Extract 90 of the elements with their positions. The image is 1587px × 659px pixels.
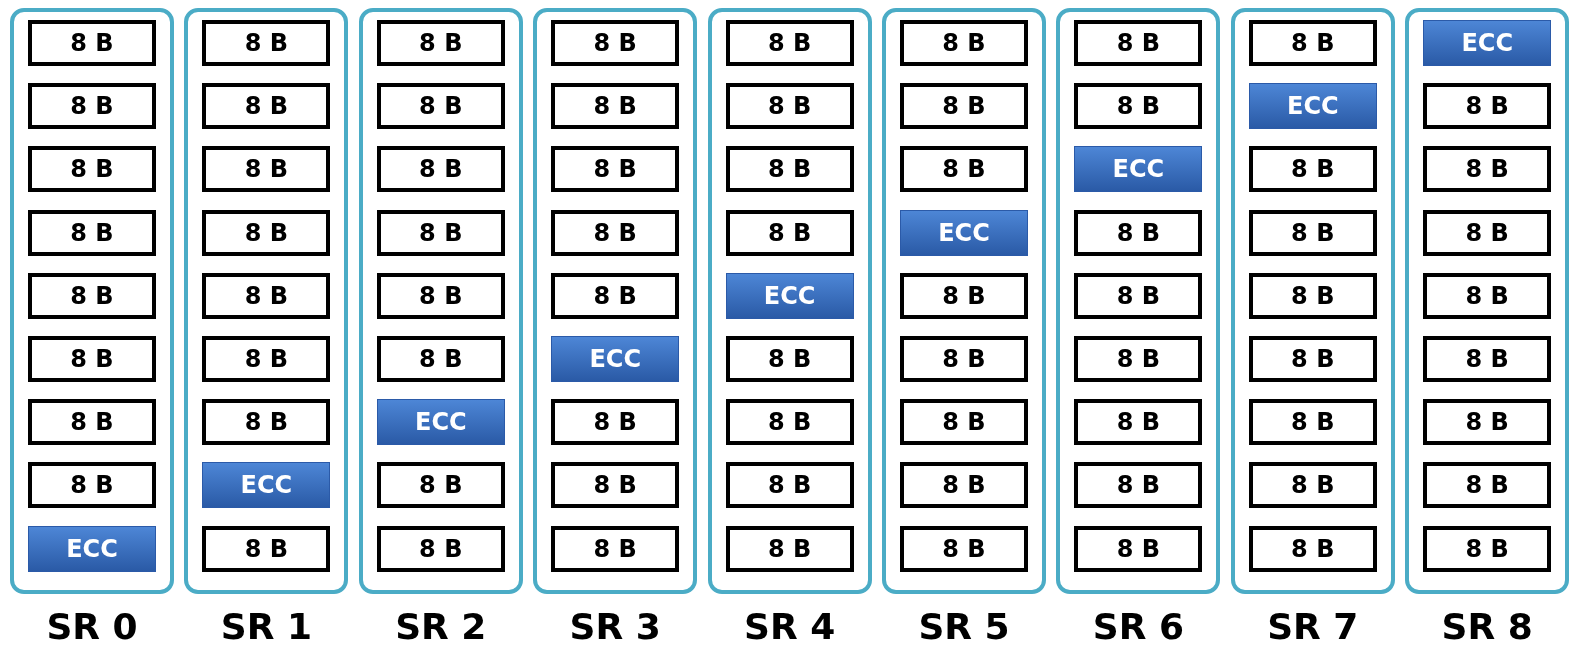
data-cell: 8 B — [1074, 83, 1203, 130]
data-cell: 8 B — [1248, 20, 1377, 66]
data-cell: 8 B — [28, 462, 156, 509]
data-cell: 8 B — [1423, 209, 1552, 256]
data-cell: 8 B — [202, 399, 331, 446]
data-cell: 8 B — [725, 146, 854, 193]
data-cell: 8 B — [1423, 272, 1552, 319]
highlighted-cell: ECC — [725, 272, 854, 319]
data-cell: 8 B — [1248, 525, 1377, 572]
data-cell: 8 B — [28, 20, 156, 66]
column-heading: SR 2 — [394, 605, 488, 649]
column-heading: SR 0 — [45, 605, 139, 649]
column-heading: SR 6 — [1091, 605, 1185, 649]
data-cell: 8 B — [725, 20, 854, 66]
data-cell: 8 B — [28, 336, 156, 382]
data-cell: 8 B — [202, 525, 331, 572]
column-heading: SR 5 — [917, 605, 1011, 649]
column-heading: SR 4 — [742, 605, 837, 649]
data-cell: 8 B — [28, 399, 156, 446]
data-cell: 8 B — [1423, 146, 1552, 193]
data-cell: 8 B — [202, 272, 331, 319]
data-cell: 8 B — [376, 83, 505, 130]
data-cell: 8 B — [202, 83, 331, 130]
data-cell: 8 B — [725, 83, 854, 130]
data-cell: 8 B — [376, 462, 505, 509]
data-cell: 8 B — [1248, 462, 1377, 509]
data-cell: 8 B — [202, 209, 331, 256]
data-cell: 8 B — [900, 525, 1028, 572]
highlighted-cell: ECC — [1074, 146, 1203, 193]
data-cell: 8 B — [725, 462, 854, 509]
data-cell: 8 B — [1423, 336, 1552, 382]
data-cell: 8 B — [725, 336, 854, 382]
column-heading: SR 7 — [1266, 605, 1360, 649]
data-cell: 8 B — [900, 146, 1028, 193]
data-cell: 8 B — [1248, 399, 1377, 446]
column-heading: SR 3 — [568, 605, 662, 649]
data-cell: 8 B — [376, 20, 505, 66]
data-cell: 8 B — [1423, 525, 1552, 572]
data-cell: 8 B — [551, 462, 680, 509]
data-cell: 8 B — [376, 146, 505, 193]
highlighted-cell: ECC — [376, 399, 505, 446]
highlighted-cell: ECC — [551, 336, 680, 382]
data-cell: 8 B — [376, 209, 505, 256]
data-cell: 8 B — [376, 272, 505, 319]
data-cell: 8 B — [1423, 399, 1552, 446]
column-heading: SR 1 — [219, 605, 313, 649]
data-cell: 8 B — [1074, 20, 1203, 66]
data-cell: 8 B — [1248, 209, 1377, 256]
data-cell: 8 B — [1074, 525, 1203, 572]
data-cell: 8 B — [900, 336, 1028, 382]
data-cell: 8 B — [1074, 462, 1203, 509]
data-cell: 8 B — [551, 525, 680, 572]
data-cell: 8 B — [28, 83, 156, 130]
data-cell: 8 B — [28, 146, 156, 193]
highlighted-cell: ECC — [202, 462, 331, 509]
data-cell: 8 B — [1074, 336, 1203, 382]
highlighted-cell: ECC — [1423, 20, 1552, 66]
highlighted-cell: ECC — [28, 525, 156, 572]
data-cell: 8 B — [1423, 83, 1552, 130]
data-cell: 8 B — [376, 525, 505, 572]
data-cell: 8 B — [551, 146, 680, 193]
data-cell: 8 B — [900, 399, 1028, 446]
highlighted-cell: ECC — [900, 209, 1028, 256]
data-cell: 8 B — [202, 20, 331, 66]
data-cell: 8 B — [28, 209, 156, 256]
data-cell: 8 B — [1074, 399, 1203, 446]
data-cell: 8 B — [551, 20, 680, 66]
data-cell: 8 B — [551, 272, 680, 319]
data-cell: 8 B — [1248, 146, 1377, 193]
data-cell: 8 B — [1248, 272, 1377, 319]
data-cell: 8 B — [725, 525, 854, 572]
data-cell: 8 B — [28, 272, 156, 319]
data-cell: 8 B — [551, 399, 680, 446]
data-cell: 8 B — [551, 209, 680, 256]
column-heading: SR 8 — [1440, 605, 1534, 649]
data-cell: 8 B — [1248, 336, 1377, 382]
data-cell: 8 B — [376, 336, 505, 382]
highlighted-cell: ECC — [1248, 83, 1377, 130]
data-cell: 8 B — [202, 336, 331, 382]
data-cell: 8 B — [900, 462, 1028, 509]
data-cell: 8 B — [900, 20, 1028, 66]
data-cell: 8 B — [900, 272, 1028, 319]
data-cell: 8 B — [202, 146, 331, 193]
data-cell: 8 B — [900, 83, 1028, 130]
data-cell: 8 B — [551, 83, 680, 130]
data-cell: 8 B — [1074, 209, 1203, 256]
data-cell: 8 B — [1423, 462, 1552, 509]
data-cell: 8 B — [1074, 272, 1203, 319]
data-cell: 8 B — [725, 209, 854, 256]
data-cell: 8 B — [725, 399, 854, 446]
